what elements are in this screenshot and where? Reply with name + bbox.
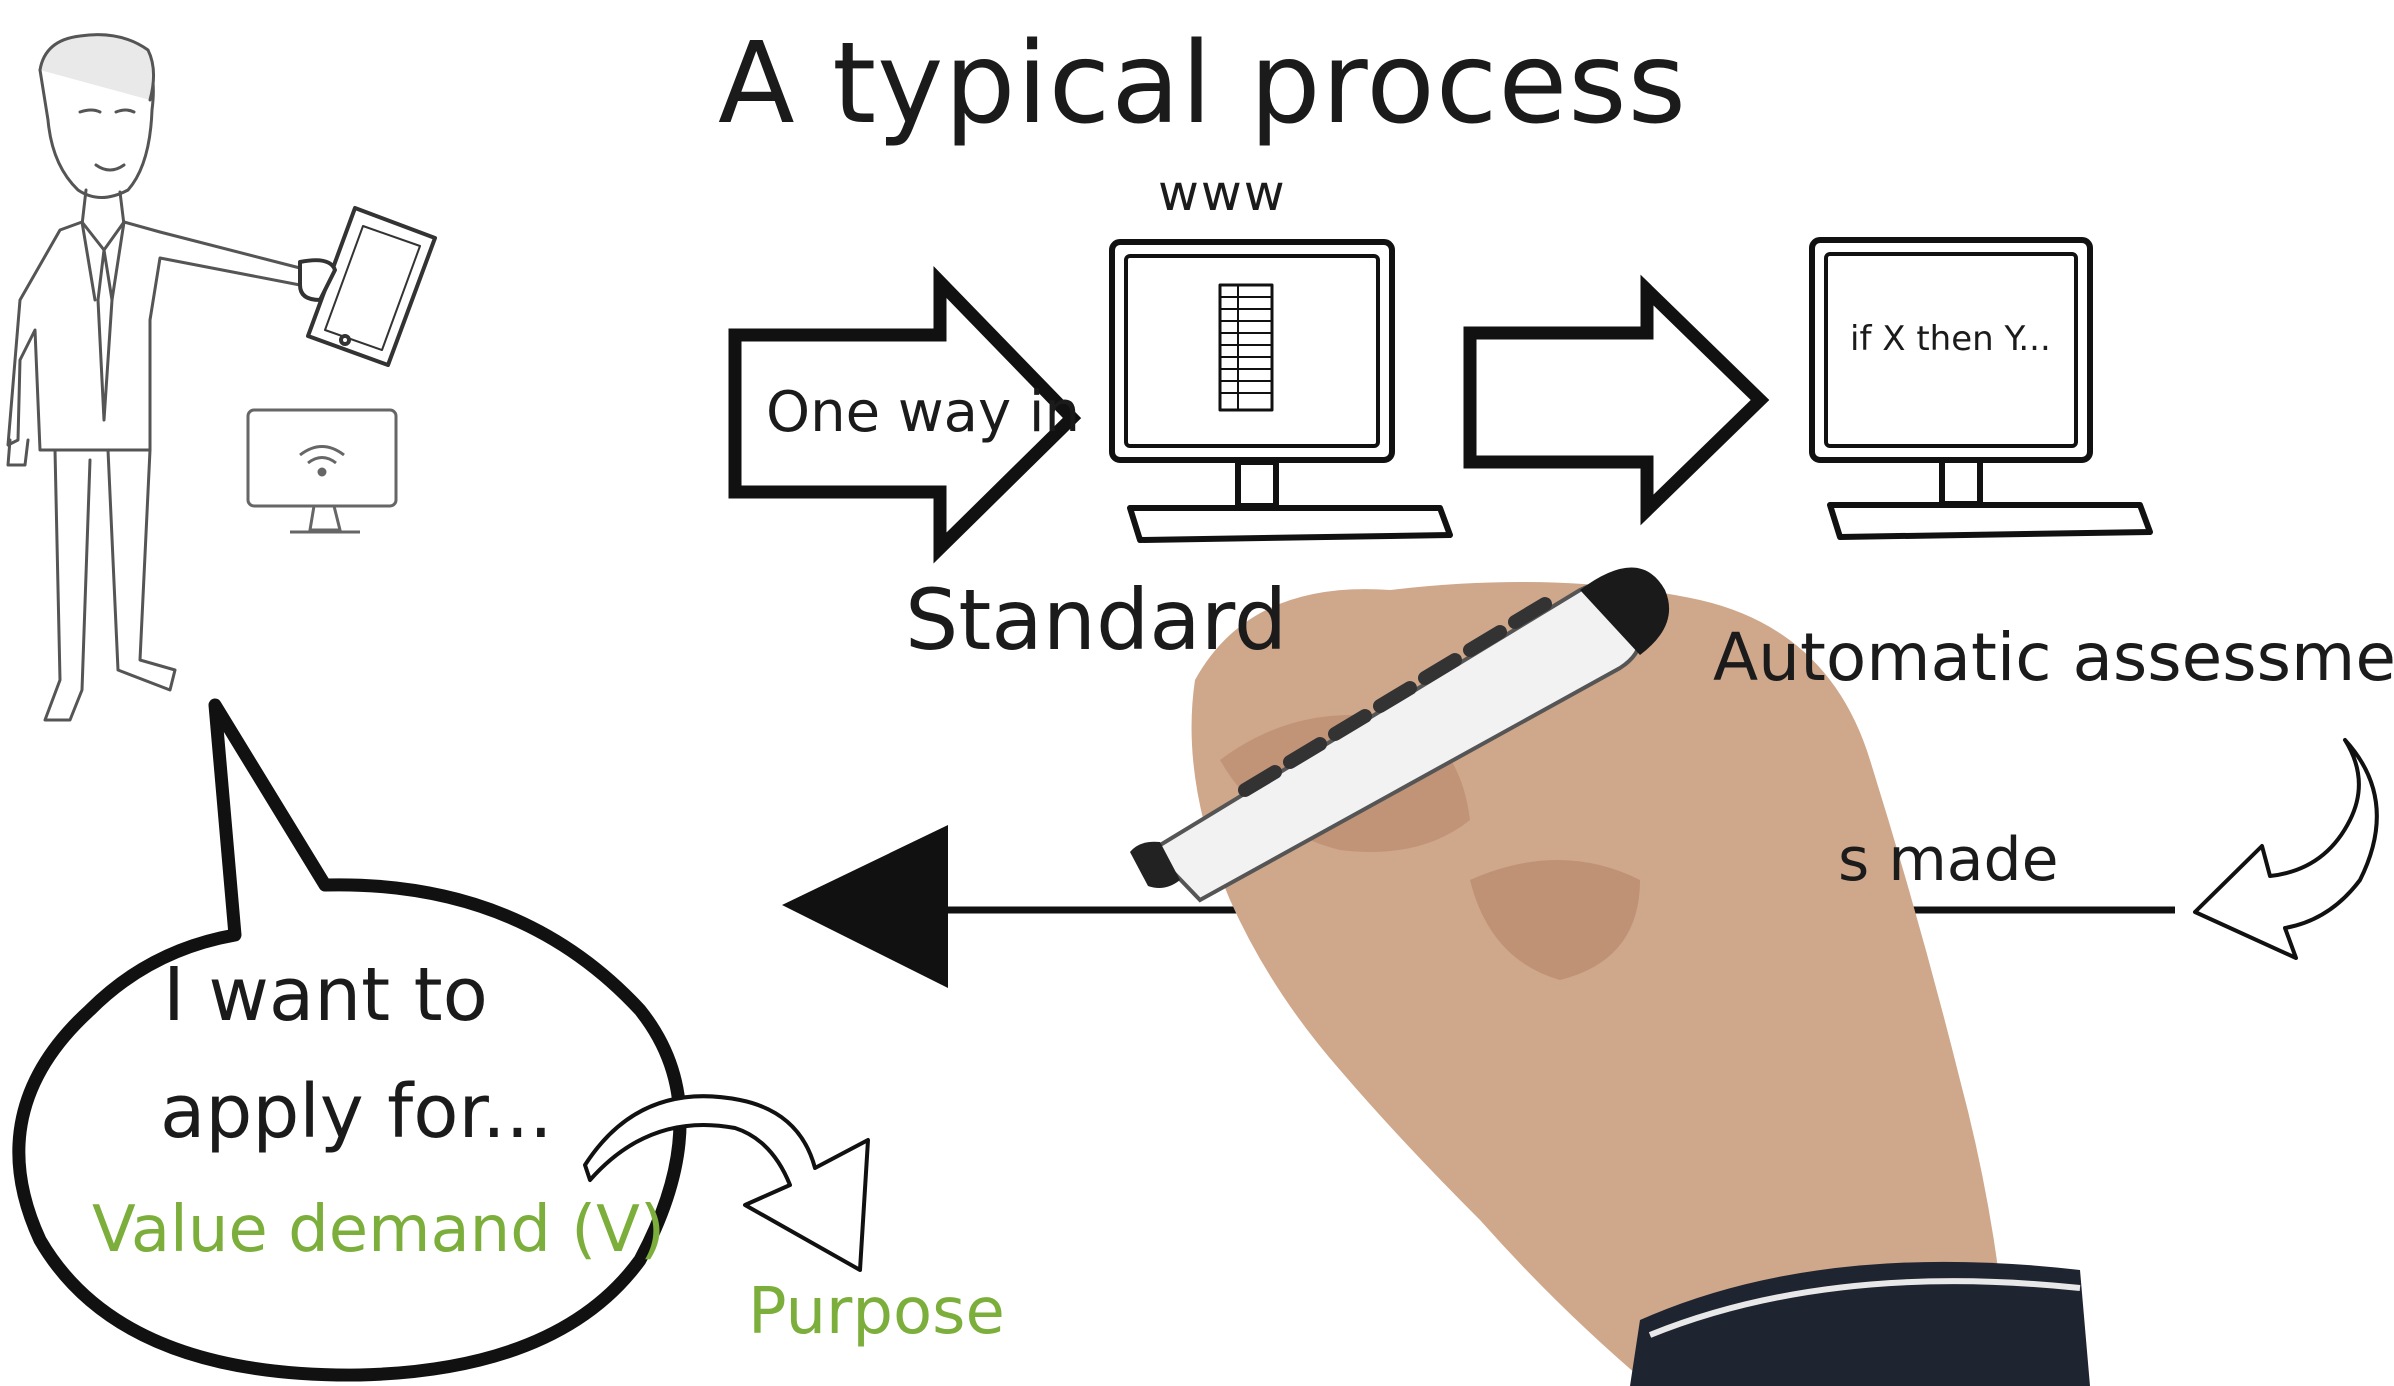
speech-bubble (12, 698, 687, 1382)
website-label: www (1158, 164, 1287, 222)
smartphone-icon (298, 206, 437, 367)
entry-arrow (728, 265, 1082, 564)
page-title: A typical process (718, 19, 1687, 149)
bubble-text-line2: apply for... (160, 1069, 553, 1155)
value-demand-text: Value demand (V) (92, 1193, 665, 1267)
entry-arrow-label: One way in (766, 380, 1080, 445)
hand-with-marker (1130, 567, 2090, 1386)
form-monitor-icon (1109, 239, 1453, 543)
screen-rule-text: if X then Y... (1850, 319, 2051, 359)
wifi-monitor-icon (246, 408, 398, 534)
curved-down-arrow (2193, 738, 2379, 960)
decision-label: s made (1838, 825, 2059, 895)
bubble-text-line1: I want to (163, 952, 488, 1038)
rule-monitor-icon (1809, 237, 2153, 540)
process-arrow (1463, 274, 1770, 526)
man-figure (6, 33, 302, 722)
standard-label: Standard (905, 571, 1288, 669)
purpose-text: Purpose (748, 1275, 1005, 1349)
assessment-label: Automatic assessment (1713, 619, 2394, 696)
purpose-arrow (583, 1094, 870, 1272)
